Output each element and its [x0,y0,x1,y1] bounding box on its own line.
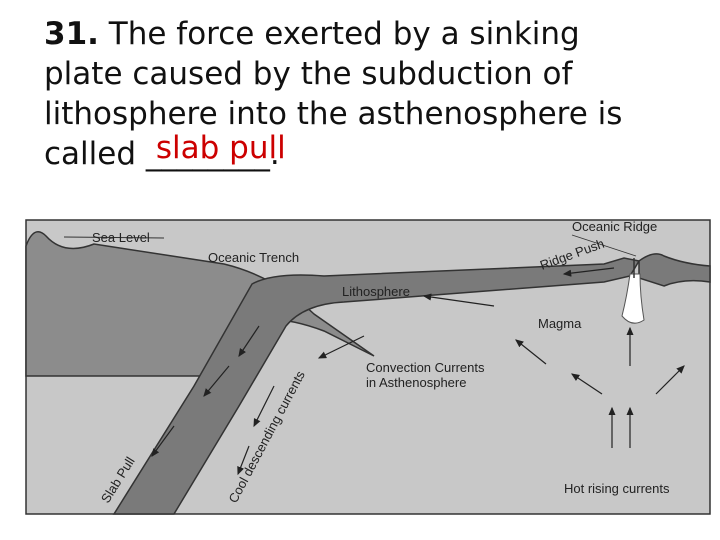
motion-arrows [151,267,685,476]
arrow-slab-2 [151,425,175,457]
label-oceanic-trench: Oceanic Trench [208,250,299,265]
question-line-1: The force exerted by a sinking [98,16,580,52]
question-line-2: plate caused by the subduction of [44,56,573,92]
question-number: 31. [44,16,99,52]
oceanic-plate-right [638,253,711,287]
answer-text: slab pull [155,130,286,166]
arrow-lithosphere [422,293,495,307]
label-sea-level: Sea Level [92,230,150,245]
arrow-slab-3 [238,325,260,357]
magma-plume [621,273,645,324]
arrow-rising-left [571,373,603,395]
question-line-3: lithosphere into the asthenosphere is [44,96,623,132]
arrow-rising-right [655,365,685,395]
plate-tectonics-diagram: Oceanic Ridge Sea Level Oceanic Trench R… [25,219,711,515]
label-oceanic-ridge: Oceanic Ridge [572,219,657,234]
label-convection-2: in Asthenosphere [366,375,466,390]
question-suffix: . [269,136,280,172]
question-prefix: called [44,136,146,172]
sea-level-line [63,236,165,239]
label-lithosphere: Lithosphere [342,284,410,299]
arrow-slab-1 [203,365,230,397]
label-magma: Magma [538,316,582,331]
arrow-ridge-push [562,267,615,277]
arrow-convection-top [317,335,365,359]
label-convection-1: Convection Currents [366,360,485,375]
arrow-convection-mid [253,385,275,428]
ridge-pointer [571,234,637,257]
arrow-convection-low [237,445,250,476]
question-text: 31. The force exerted by a sinking plate … [44,14,704,174]
answer-blank: ________slab pull [145,130,286,174]
subducting-slab [112,257,641,515]
label-hot-rising: Hot rising currents [564,481,670,496]
arrow-right-top [515,339,547,365]
blank-line: ________ [145,136,270,172]
